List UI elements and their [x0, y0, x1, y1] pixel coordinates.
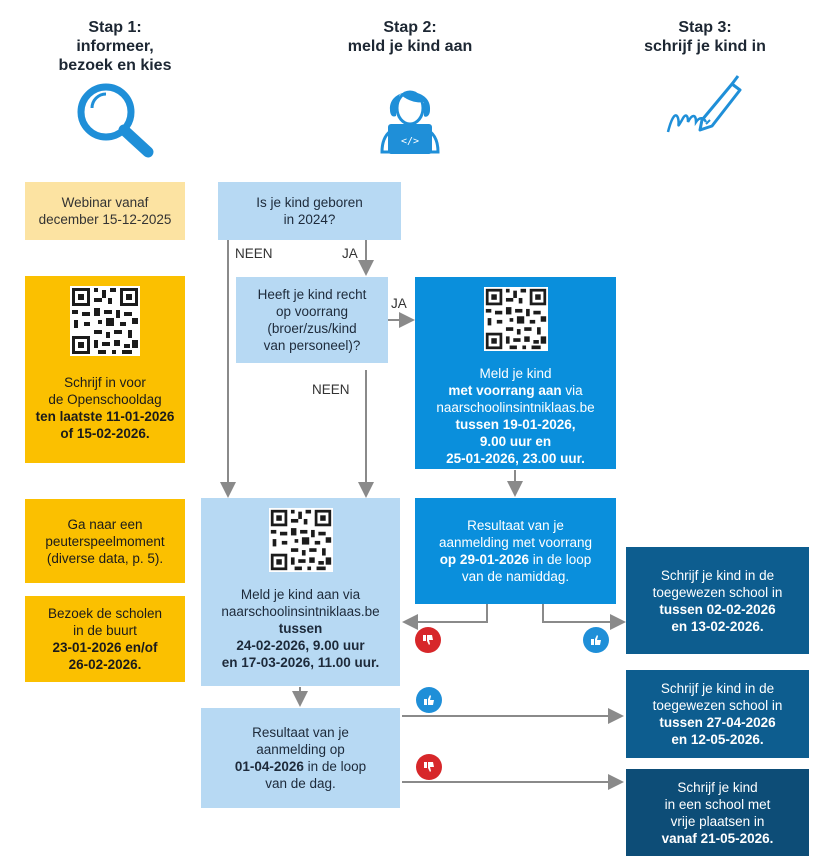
voorrang-bold: met voorrang aan	[448, 383, 562, 398]
resultaat-line-2: aanmelding op	[256, 742, 345, 757]
question1-line-2: in 2024?	[283, 212, 336, 227]
step-2-title: Stap 2: meld je kind aan	[310, 18, 510, 56]
step-3-line-2: schrijf je kind in	[644, 38, 766, 55]
step-2-line-1: Stap 2:	[383, 19, 437, 36]
label-ja-1: JA	[342, 246, 358, 261]
openschooldag-date-1: ten laatste 11-01-2026	[35, 409, 175, 424]
peuter-line-1: Ga naar een	[67, 516, 143, 532]
thumbs-up-icon	[583, 627, 609, 653]
resultaat-voorrang-line-1: Resultaat van je	[467, 518, 564, 533]
aanmelden-website-link[interactable]: naarschoolinsintniklaas.be	[221, 604, 380, 619]
svg-text:</>: </>	[401, 136, 419, 147]
voorrang-line-1: Meld je kind	[479, 366, 552, 381]
inschrijven1-line-2: toegewezen school in	[652, 584, 783, 600]
voorrang-aanmelden-box: Meld je kind met voorrang aan via naarsc…	[415, 277, 616, 469]
question2-line-1: Heeft je kind recht	[257, 287, 367, 302]
resultaat-date: 01-04-2026	[234, 759, 304, 774]
person-laptop-icon: </>	[380, 90, 440, 154]
peuter-line-3: (diverse data, p. 5).	[46, 550, 164, 566]
openschooldag-line-1: Schrijf in voor	[64, 375, 146, 390]
question1-line-1: Is je kind geboren	[256, 195, 363, 210]
thumbs-up-icon	[416, 687, 442, 713]
question2-line-4: van personeel)?	[263, 338, 361, 353]
step-1-title: Stap 1: informeer, bezoek en kies	[40, 18, 190, 75]
resultaat-voorrang-rest: in de loop	[529, 552, 592, 567]
voorrang-website-link[interactable]: naarschoolinsintniklaas.be	[436, 400, 595, 415]
signature-pen-icon	[666, 75, 742, 133]
voorrang-date-3: 25-01-2026, 23.00 uur.	[446, 451, 585, 466]
resultaat-voorrang-line-4: van de namiddag.	[461, 569, 570, 584]
webinar-box: Webinar vanaf december 15-12-2025	[25, 182, 185, 240]
bezoek-scholen-box: Bezoek de scholen in de buurt 23-01-2026…	[25, 596, 185, 682]
question2-line-2: op voorrang	[275, 304, 349, 319]
aanmelden-line-1: Meld je kind aan via	[240, 587, 361, 602]
label-neen-2: NEEN	[312, 382, 350, 397]
resultaat-voorrang-line-3: op 29-01-2026 in de loop	[440, 551, 592, 568]
bezoek-line-1: Bezoek de scholen	[47, 606, 163, 621]
question2-line-3: (broer/zus/kind	[267, 321, 357, 336]
peuterspeelmoment-box: Ga naar een peuterspeelmoment (diverse d…	[25, 499, 185, 583]
question-born-2024: Is je kind geboren in 2024?	[218, 182, 401, 240]
inschrijven-box-3: Schrijf je kind in een school met vrije …	[626, 769, 809, 856]
openschooldag-line-2: de Openschooldag	[48, 392, 162, 407]
thumbs-down-icon	[415, 627, 441, 653]
inschrijven2-date-2: en 12-05-2026.	[671, 732, 764, 747]
voorrang-date-1: tussen 19-01-2026,	[455, 417, 576, 432]
inschrijven3-line-3: vrije plaatsen in	[670, 813, 765, 829]
resultaat-rest: in de loop	[303, 759, 367, 774]
aanmelden-bold-3: en 17-03-2026, 11.00 uur.	[221, 655, 380, 670]
magnifier-icon	[77, 83, 154, 158]
step-3-line-1: Stap 3:	[678, 19, 732, 36]
inschrijven2-date-1: tussen 27-04-2026	[659, 715, 776, 730]
step-3-title: Stap 3: schrijf je kind in	[610, 18, 800, 56]
voorrang-date-2: 9.00 uur en	[479, 434, 552, 449]
resultaat-line-3: 01-04-2026 in de loop	[235, 758, 366, 775]
step-1-line-3: bezoek en kies	[58, 57, 172, 74]
aanmelden-box: Meld je kind aan via naarschoolinsintnik…	[201, 498, 400, 686]
webinar-line-2: december 15-12-2025	[38, 212, 172, 227]
question-voorrang: Heeft je kind recht op voorrang (broer/z…	[236, 277, 388, 363]
resultaat-box: Resultaat van je aanmelding op 01-04-202…	[201, 708, 400, 808]
inschrijven-box-1: Schrijf je kind in de toegewezen school …	[626, 547, 809, 654]
resultaat-voorrang-date: op 29-01-2026	[439, 552, 529, 567]
aanmelden-bold-2: 24-02-2026, 9.00 uur	[236, 638, 365, 653]
voorrang-line-2: met voorrang aan via	[448, 382, 582, 399]
inschrijven3-line-2: in een school met	[664, 796, 771, 812]
qr-code-voorrang[interactable]	[483, 287, 548, 351]
inschrijven2-line-1: Schrijf je kind in de	[660, 681, 775, 696]
step-1-line-2: informeer,	[76, 38, 154, 55]
webinar-line-1: Webinar vanaf	[61, 195, 149, 210]
resultaat-voorrang-line-2: aanmelding met voorrang	[438, 535, 593, 550]
inschrijven1-date-1: tussen 02-02-2026	[659, 601, 776, 617]
inschrijven3-date: vanaf 21-05-2026.	[661, 830, 774, 846]
label-neen-1: NEEN	[235, 246, 273, 261]
step-1-line-1: Stap 1:	[88, 19, 142, 36]
openschooldag-box: Schrijf in voor de Openschooldag ten laa…	[25, 276, 185, 463]
qr-code-aanmelden[interactable]	[268, 508, 333, 572]
inschrijven-box-2: Schrijf je kind in de toegewezen school …	[626, 670, 809, 758]
thumbs-down-icon	[416, 754, 442, 780]
label-ja-2: JA	[391, 296, 407, 311]
voorrang-via: via	[561, 383, 583, 398]
resultaat-voorrang-box: Resultaat van je aanmelding met voorrang…	[415, 498, 616, 604]
bezoek-line-2: in de buurt	[73, 623, 137, 638]
peuter-line-2: peuterspeelmoment	[45, 533, 165, 549]
resultaat-line-4: van de dag.	[265, 776, 336, 791]
openschooldag-date-2: of 15-02-2026.	[60, 426, 150, 441]
bezoek-date-1: 23-01-2026 en/of	[52, 640, 158, 655]
inschrijven3-line-1: Schrijf je kind	[677, 779, 758, 795]
step-2-line-2: meld je kind aan	[347, 38, 473, 55]
resultaat-line-1: Resultaat van je	[252, 725, 349, 740]
aanmelden-bold-1: tussen	[278, 621, 323, 636]
inschrijven1-date-2: en 13-02-2026.	[671, 618, 764, 634]
inschrijven2-line-2: toegewezen school in	[652, 698, 783, 713]
inschrijven1-line-1: Schrijf je kind in de	[660, 567, 775, 583]
bezoek-date-2: 26-02-2026.	[68, 657, 142, 672]
